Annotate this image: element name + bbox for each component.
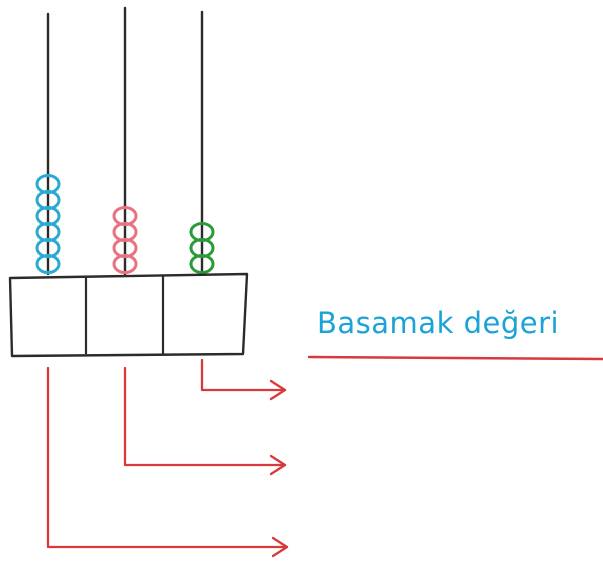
abacus-base-frame bbox=[8, 272, 249, 358]
heading-underline bbox=[307, 355, 603, 361]
arrowhead-icon bbox=[271, 536, 289, 558]
rod-left-bead bbox=[35, 174, 61, 194]
arrowhead-icon bbox=[269, 379, 287, 401]
place-value-arrow-2 bbox=[123, 366, 287, 467]
place-value-arrows bbox=[46, 358, 289, 558]
abacus-rods bbox=[46, 6, 204, 276]
abacus-base bbox=[8, 272, 249, 358]
place-value-heading: Basamak değeri bbox=[317, 306, 560, 340]
place-value-arrow-1 bbox=[200, 358, 287, 392]
place-value-arrow-3 bbox=[46, 366, 289, 549]
rod-right-bead bbox=[189, 222, 215, 242]
abacus-beads bbox=[35, 174, 215, 274]
rod-middle-bead bbox=[112, 206, 138, 226]
arrowhead-icon bbox=[269, 454, 287, 476]
